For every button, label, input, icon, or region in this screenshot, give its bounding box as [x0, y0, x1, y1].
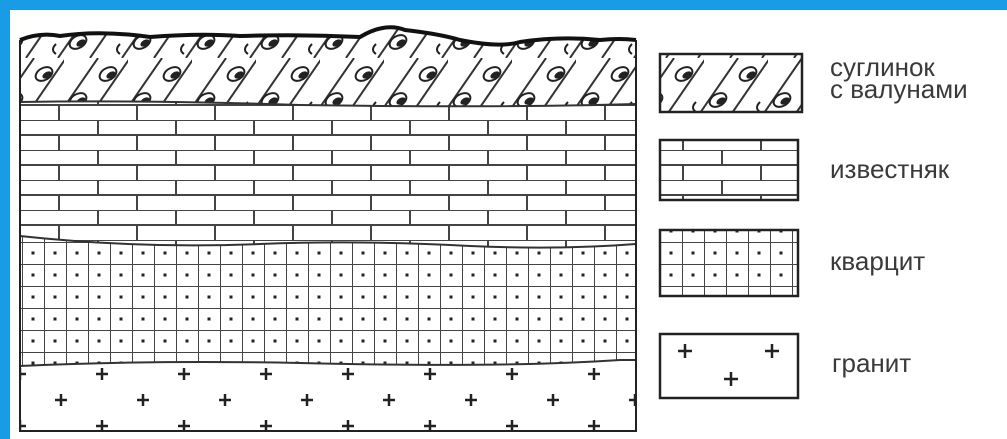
cross-section [20, 27, 636, 431]
legend-label-limestone: известняк [830, 158, 949, 180]
legend-swatch-limestone [660, 140, 798, 200]
quartzite-layer [20, 236, 636, 366]
legend-label-granite: гранит [832, 352, 911, 374]
granite-layer [20, 360, 636, 431]
legend-swatch-loam [660, 54, 802, 112]
legend-label-loam-line2: с валунами [830, 78, 968, 100]
legend-swatch-quartzite [660, 230, 798, 296]
limestone-layer [20, 101, 636, 247]
legend-label-loam: суглинок с валунами [830, 56, 968, 100]
legend-swatch-granite [660, 334, 798, 398]
legend-label-quartzite: кварцит [830, 250, 925, 272]
legend [660, 54, 802, 398]
